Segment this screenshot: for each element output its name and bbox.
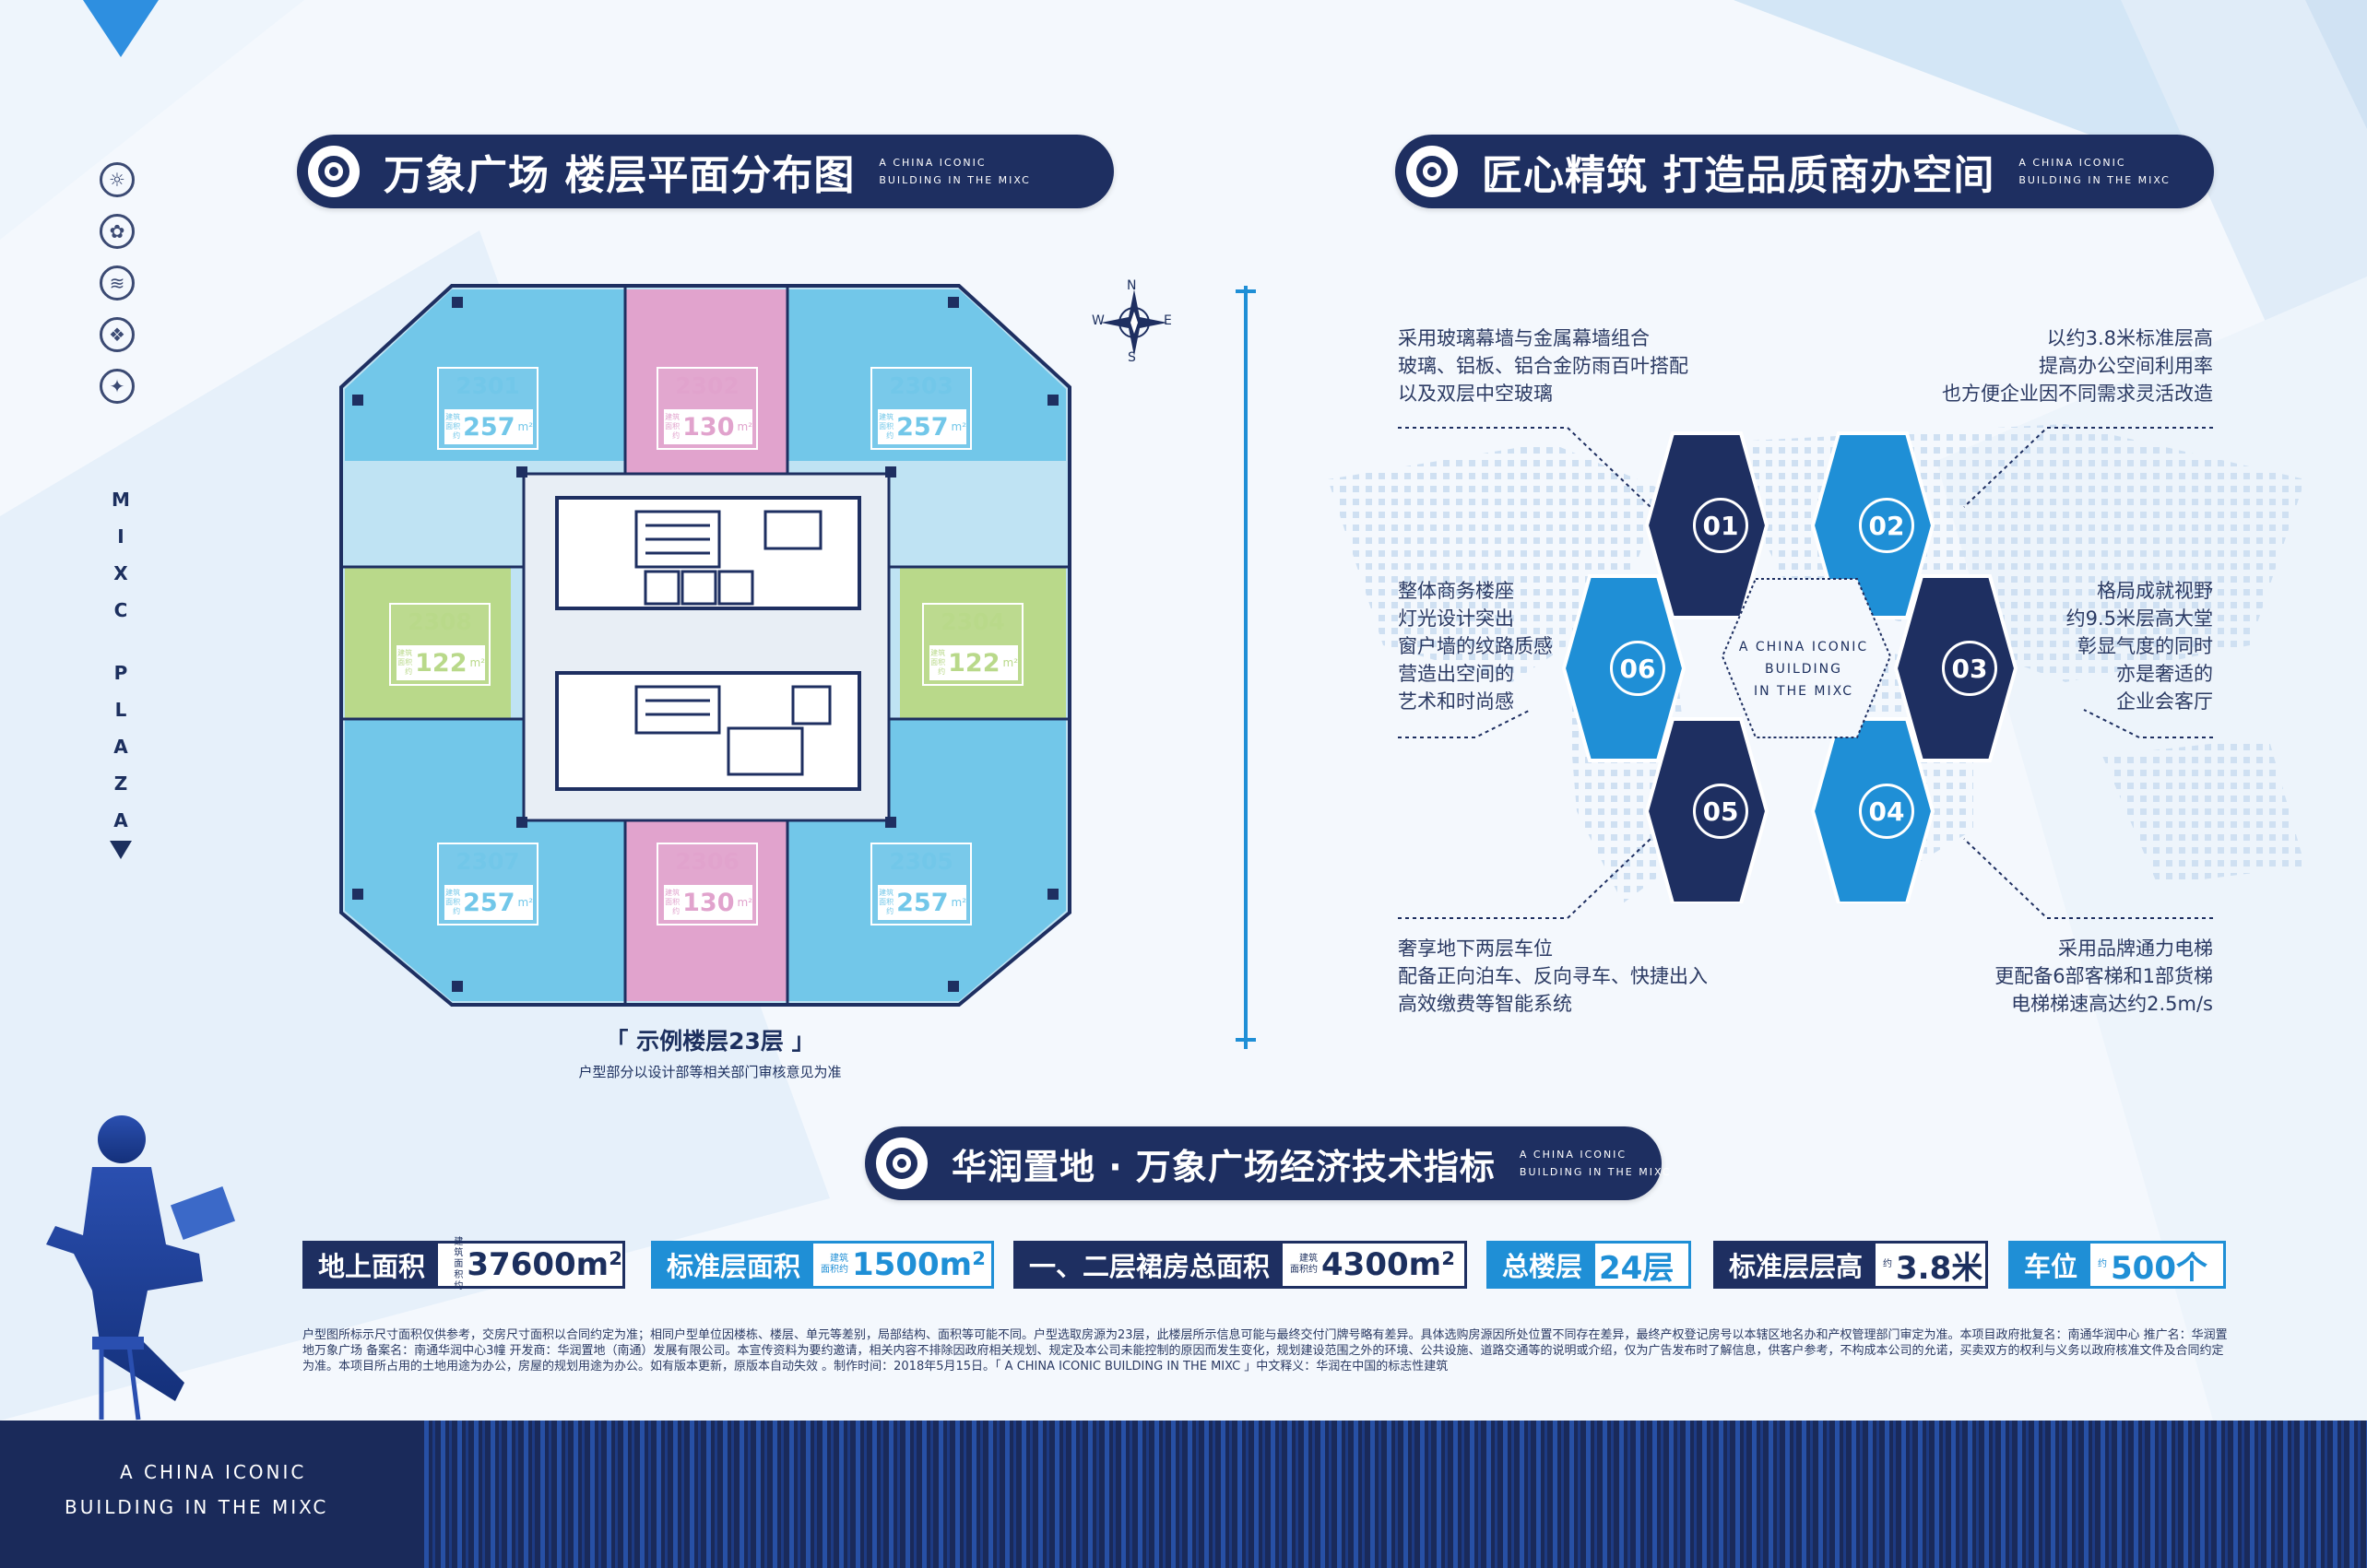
wave-seal-icon: ≋ xyxy=(100,265,135,301)
connector-lines xyxy=(1398,427,2213,919)
unit-number: 2302 xyxy=(675,372,740,399)
floorplan-subtitle-2: BUILDING IN THE MIXC xyxy=(879,174,1031,186)
stat-standard-floor-area: 标准层面积 建筑面积约 1500m² xyxy=(651,1241,994,1289)
stat-floor-height: 标准层层高 约 3.8米 xyxy=(1713,1241,1988,1289)
target-icon xyxy=(308,146,360,197)
stat-total-floors: 总楼层 24层 xyxy=(1486,1241,1691,1289)
hex-number-03: 03 xyxy=(1942,641,1997,696)
footer-tagline-1: A CHINA ICONIC xyxy=(120,1461,307,1483)
indicators-subtitle-1: A CHINA ICONIC xyxy=(1519,1149,1627,1161)
target-icon xyxy=(1406,146,1458,197)
indicators-header: 华润置地 · 万象广场经济技术指标 A CHINA ICONIC BUILDIN… xyxy=(865,1126,1669,1200)
compass-icon xyxy=(1101,289,1167,356)
disclaimer-text: 户型图所标示尺寸面积仅供参考，交房尺寸面积以合同约定为准；相同户型单位因楼栋、楼… xyxy=(302,1328,2228,1373)
hex-number-01: 01 xyxy=(1693,498,1748,553)
quality-title: 匠心精筑 打造品质商办空间 xyxy=(1482,152,1995,199)
hex-number-02: 02 xyxy=(1859,498,1914,553)
hex-number-04: 04 xyxy=(1859,784,1914,839)
unit-number: 2306 xyxy=(675,848,740,875)
compass-e: E xyxy=(1164,313,1172,328)
indicators-title: 华润置地 · 万象广场经济技术指标 xyxy=(952,1146,1496,1187)
compass-n: N xyxy=(1127,278,1137,293)
footer-stripes xyxy=(424,1421,2367,1568)
businessman-silhouette xyxy=(46,1115,236,1421)
stat-above-ground-area: 地上面积 建筑面积约 37600m² xyxy=(302,1237,625,1291)
hex-number-06: 06 xyxy=(1610,641,1665,696)
floorplan-title: 万象广场 楼层平面分布图 xyxy=(384,152,856,199)
floorplan-caption: 「 示例楼层23层 」 xyxy=(605,1028,815,1055)
quality-header: 匠心精筑 打造品质商办空间 A CHINA ICONIC BUILDING IN… xyxy=(1395,135,2214,208)
stat-parking: 车位 约 500个 xyxy=(2008,1241,2226,1289)
unit-number: 2303 xyxy=(889,372,953,399)
feature-02: 以约3.8米标准层高 提高办公空间利用率 也方便企业因不同需求灵活改造 xyxy=(1942,327,2213,405)
feature-01: 采用玻璃幕墙与金属幕墙组合 玻璃、铝板、铝合金防雨百叶搭配 以及双层中空玻璃 xyxy=(1398,327,1688,405)
lattice-seal-icon: ❖ xyxy=(100,317,135,352)
quality-subtitle-1: A CHINA ICONIC xyxy=(2018,157,2126,169)
footer-band: A CHINA ICONIC BUILDING IN THE MIXC xyxy=(0,1421,2367,1568)
unit-number: 2307 xyxy=(456,848,520,875)
corner-triangle-icon xyxy=(83,0,159,57)
feature-04: 采用品牌通力电梯 更配备6部客梯和1部货梯 电梯梯速高达约2.5m/s xyxy=(1994,937,2213,1015)
quality-subtitle-2: BUILDING IN THE MIXC xyxy=(2018,174,2171,186)
hex-number-05: 05 xyxy=(1693,784,1748,839)
feature-05: 奢享地下两层车位 配备正向泊车、反向寻车、快捷出入 高效缴费等智能系统 xyxy=(1398,937,1708,1015)
unit-number: 2305 xyxy=(889,848,953,875)
unit-number: 2301 xyxy=(456,372,520,399)
footer-tagline-2: BUILDING IN THE MIXC xyxy=(65,1496,329,1518)
floor-plan xyxy=(339,284,1071,1007)
divider-cap-bottom xyxy=(1236,1038,1256,1042)
down-triangle-icon xyxy=(110,841,132,859)
divider-cap-top xyxy=(1236,289,1256,293)
unit-number: 2304 xyxy=(941,608,1005,635)
feature-03: 格局成就视野 约9.5米层高大堂 彰显气度的同时 亦是奢适的 企业会客厅 xyxy=(2065,580,2213,713)
floorplan-header: 万象广场 楼层平面分布图 A CHINA ICONIC BUILDING IN … xyxy=(297,135,1114,208)
sun-seal-icon: ☼ xyxy=(100,162,135,197)
star-seal-icon: ✦ xyxy=(100,369,135,404)
unit-number: 2308 xyxy=(408,608,472,635)
flower-seal-icon: ✿ xyxy=(100,214,135,249)
stat-podium-area: 一、二层裙房总面积 建筑面积约 4300m² xyxy=(1013,1241,1467,1289)
floorplan-subtitle-1: A CHINA ICONIC xyxy=(879,157,987,169)
floorplan-note: 户型部分以设计部等相关部门审核意见为准 xyxy=(578,1064,842,1080)
target-icon xyxy=(876,1138,928,1189)
divider xyxy=(1244,286,1248,1049)
indicators-subtitle-2: BUILDING IN THE MIXC xyxy=(1519,1166,1672,1178)
compass-s: S xyxy=(1128,350,1136,365)
feature-06: 整体商务楼座 灯光设计突出 窗户墙的纹路质感 营造出空间的 艺术和时尚感 xyxy=(1398,580,1553,713)
compass-w: W xyxy=(1092,313,1105,328)
hex-center-text: A CHINA ICONIC BUILDING IN THE MIXC xyxy=(1738,640,1869,699)
